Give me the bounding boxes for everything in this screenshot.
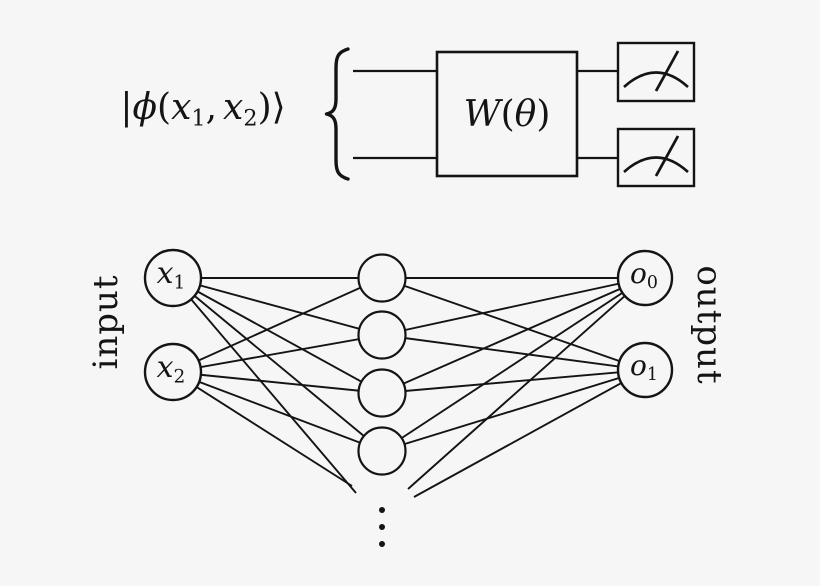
neural-network: [143, 248, 674, 547]
meter-needle-icon: [654, 135, 680, 177]
meter-arc-icon: [623, 71, 689, 88]
input-layer-label: input: [86, 274, 126, 370]
ket-bar: |: [120, 87, 133, 129]
output-node-o1-label: o1: [630, 348, 658, 385]
nn-edge: [172, 371, 383, 394]
output-node-o0-label: o0: [630, 256, 658, 293]
nn-edge: [381, 277, 646, 394]
ellipsis-dot: [379, 541, 385, 547]
nn-edge: [172, 277, 383, 394]
nn-edge-truncated: [413, 369, 646, 498]
theta-symbol: θ: [514, 94, 537, 135]
output-node-o1-circle: [616, 341, 674, 399]
phi-symbol: ϕ: [132, 87, 158, 129]
nn-edge: [381, 277, 646, 371]
hidden-node-circle: [357, 426, 407, 476]
ellipsis-vertical-icon: [379, 507, 385, 547]
measurement-box-bottom: [616, 127, 696, 188]
nn-edge: [381, 369, 646, 452]
nn-edge-truncated: [172, 277, 357, 494]
rangle-symbol: ⟩: [271, 87, 286, 129]
meter-frame: [616, 41, 696, 103]
nn-edge: [172, 334, 383, 373]
unitary-gate-label: W(θ): [463, 94, 551, 135]
nn-edge: [172, 277, 383, 336]
nn-edge: [172, 277, 383, 373]
input-node-x1-label: x1: [156, 256, 186, 294]
nn-nodes: [143, 248, 674, 476]
meter-arc-icon: [623, 156, 689, 173]
ellipsis-dot: [379, 507, 385, 513]
hidden-node-circle: [357, 310, 407, 360]
nn-edge: [381, 369, 646, 394]
hidden-node-circle: [357, 368, 407, 418]
nn-edge-truncated: [407, 277, 646, 490]
meter-frame: [616, 127, 696, 188]
state-ket-label: |ϕ(x1,x2)⟩: [120, 87, 286, 132]
quantum-circuit: [324, 41, 696, 188]
nn-edges: [172, 277, 646, 498]
nn-edge: [172, 277, 383, 452]
nn-edge: [172, 371, 383, 452]
nn-edge: [381, 277, 646, 336]
unitary-gate-box: [435, 50, 579, 178]
output-layer-label: output: [689, 265, 729, 385]
nn-edge: [381, 277, 646, 452]
hidden-node-circle: [357, 253, 407, 303]
output-node-o0-circle: [616, 249, 674, 307]
input-node-x2-label: x2: [156, 350, 186, 388]
input-node-x1-circle: [143, 248, 203, 308]
input-node-x2-circle: [143, 342, 203, 402]
nn-edge: [381, 334, 646, 371]
ellipsis-dot: [379, 524, 385, 530]
brace-icon: [324, 47, 350, 181]
nn-edge-truncated: [172, 371, 353, 487]
meter-needle-icon: [654, 50, 680, 92]
measurement-box-top: [616, 41, 696, 103]
